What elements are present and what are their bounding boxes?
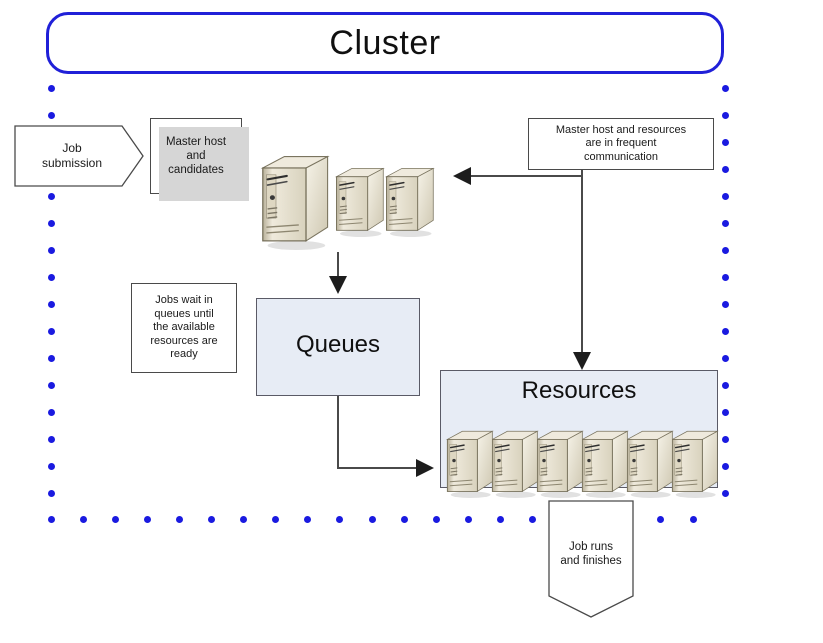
boundary-dot-left — [47, 219, 55, 227]
resource-server-6-icon — [669, 428, 719, 503]
candidate-host-1-icon — [333, 165, 385, 242]
boundary-dot-right — [721, 381, 729, 389]
job-runs-shape — [548, 500, 634, 618]
job-runs-node[interactable]: Job runs and finishes — [548, 500, 634, 618]
boundary-dot-bottom — [79, 515, 87, 523]
boundary-dot-right — [721, 408, 729, 416]
boundary-dot-right — [721, 192, 729, 200]
master-host-box[interactable]: Master host and candidates — [150, 118, 249, 201]
queues-box[interactable]: Queues — [256, 298, 420, 396]
boundary-dot-bottom — [272, 515, 280, 523]
boundary-dot-right — [721, 489, 729, 497]
master-host-line3: candidates — [168, 164, 224, 176]
boundary-dot-left — [47, 381, 55, 389]
resource-server-5-icon — [624, 428, 674, 503]
jobs-wait-line4: resources are — [150, 334, 218, 347]
connector-queues-to-resources — [337, 396, 434, 477]
master-host-label: Master host and candidates — [166, 135, 226, 177]
resources-label: Resources — [521, 377, 637, 404]
cluster-title-text: Cluster — [329, 23, 441, 62]
resource-server-1-icon — [444, 428, 494, 503]
boundary-dot-bottom — [143, 515, 151, 523]
job-submission-label: Job submission — [42, 141, 116, 171]
master-host-line1: Master host — [165, 135, 227, 148]
boundary-dot-left — [47, 111, 55, 119]
boundary-dot-left — [47, 273, 55, 281]
job-runs-line2: and finishes — [560, 555, 622, 568]
master-host-primary-icon — [258, 152, 330, 255]
boundary-dot-right — [721, 84, 729, 92]
resource-server-3-icon — [534, 428, 584, 503]
comm-line3: communication — [584, 150, 658, 163]
jobs-wait-line5: ready — [170, 348, 198, 361]
boundary-dot-left — [47, 354, 55, 362]
boundary-dot-right — [721, 165, 729, 173]
frequent-communication-note[interactable]: Master host and resources are in frequen… — [528, 118, 714, 170]
candidate-host-2-icon — [383, 165, 435, 242]
boundary-dot-right — [721, 273, 729, 281]
boundary-dot-right — [721, 462, 729, 470]
boundary-dot-bottom — [657, 515, 665, 523]
frequent-communication-label: Master host and resources are in frequen… — [556, 124, 686, 164]
master-host-line2: and — [186, 149, 206, 162]
job-submission-shape — [14, 125, 144, 187]
boundary-dot-bottom — [175, 515, 183, 523]
jobs-wait-label: Jobs wait in queues until the available … — [150, 294, 217, 361]
jobs-wait-line1: Jobs wait in — [155, 294, 213, 307]
jobs-wait-line3: the available — [153, 321, 215, 334]
boundary-dot-bottom — [111, 515, 119, 523]
queues-label: Queues — [295, 331, 381, 358]
job-submission-line1: Job — [62, 141, 82, 155]
job-submission-line2: submission — [41, 156, 103, 170]
boundary-dot-bottom — [304, 515, 312, 523]
boundary-dot-left — [47, 489, 55, 497]
comm-line1: Master host and resources — [555, 123, 687, 136]
boundary-dot-right — [721, 219, 729, 227]
resource-server-4-icon — [579, 428, 629, 503]
boundary-dot-left — [47, 192, 55, 200]
cluster-title-box: Cluster — [46, 12, 724, 74]
boundary-dot-bottom — [529, 515, 536, 523]
boundary-dot-bottom — [464, 515, 472, 523]
boundary-dot-left — [47, 462, 55, 470]
jobs-wait-note[interactable]: Jobs wait in queues until the available … — [131, 283, 237, 373]
comm-line2: are in frequent — [585, 137, 657, 150]
boundary-dot-bottom — [336, 515, 344, 523]
boundary-dot-bottom — [47, 515, 55, 523]
boundary-dot-bottom — [208, 515, 215, 523]
boundary-dot-left — [47, 300, 55, 308]
boundary-dot-right — [721, 300, 729, 308]
boundary-dot-bottom — [689, 515, 697, 523]
boundary-dot-right — [721, 246, 729, 254]
job-runs-label: Job runs and finishes — [560, 540, 621, 569]
boundary-dot-bottom — [432, 515, 440, 523]
resource-server-2-icon — [489, 428, 539, 503]
boundary-dot-bottom — [240, 515, 248, 523]
boundary-dot-right — [721, 354, 729, 362]
job-runs-line1: Job runs — [568, 541, 614, 553]
boundary-dot-right — [721, 435, 729, 443]
boundary-dot-right — [721, 327, 729, 335]
job-submission-node[interactable]: Job submission — [14, 125, 144, 187]
boundary-dot-bottom — [496, 515, 504, 523]
boundary-dot-left — [47, 435, 55, 443]
boundary-dot-bottom — [400, 515, 408, 523]
boundary-dot-left — [47, 84, 55, 92]
boundary-dot-left — [47, 408, 55, 416]
jobs-wait-line2: queues until — [154, 307, 214, 320]
boundary-dot-left — [47, 246, 55, 254]
boundary-dot-bottom — [368, 515, 376, 523]
boundary-dot-right — [721, 111, 729, 119]
boundary-dot-right — [721, 138, 729, 146]
boundary-dot-left — [47, 327, 55, 335]
